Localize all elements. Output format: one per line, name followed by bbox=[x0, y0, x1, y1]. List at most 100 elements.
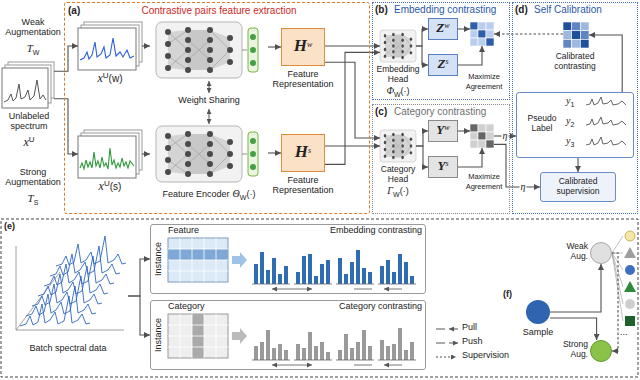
pseudo-label: Pseudo Labely1y2y3 bbox=[516, 92, 634, 158]
node-text: Embedding contrasting bbox=[394, 4, 496, 15]
node-text: x bbox=[99, 179, 104, 193]
spectrum-image-shape bbox=[78, 22, 142, 70]
node-text: Sample bbox=[523, 327, 554, 337]
text-line: Zs bbox=[428, 57, 458, 71]
connector bbox=[54, 46, 78, 71]
text-line: Instance bbox=[154, 313, 164, 357]
connector bbox=[268, 46, 281, 47]
node-text: Y bbox=[437, 158, 445, 173]
node-text: Weight Sharing bbox=[178, 95, 239, 105]
node-text: W bbox=[393, 191, 400, 198]
legend-item: Supervision bbox=[462, 351, 512, 361]
text-line: Maximize Agreement bbox=[462, 72, 506, 92]
connector bbox=[550, 318, 597, 340]
legend-text: Push bbox=[462, 336, 483, 346]
node-text: H bbox=[295, 142, 308, 161]
annotation: ... bbox=[620, 327, 628, 337]
text-line: Hs bbox=[281, 143, 325, 162]
node-text: (s) bbox=[110, 181, 122, 192]
text-line: Maximize Agreement bbox=[462, 172, 506, 192]
legend-item: Push bbox=[462, 337, 506, 347]
node-text: w bbox=[307, 40, 312, 49]
embedding-head: Embedding HeadΦW(·) bbox=[374, 30, 422, 98]
connector bbox=[550, 264, 601, 312]
node-text: x bbox=[98, 71, 103, 85]
contrast-panel: CategoryInstanceCategory contrasting bbox=[150, 300, 426, 370]
text-line: (d) bbox=[515, 4, 535, 16]
text-line: Self Calibration bbox=[534, 4, 634, 16]
node-text: Z bbox=[436, 20, 444, 35]
legend-text: Pull bbox=[462, 322, 477, 332]
embedding-head-shape bbox=[380, 30, 416, 62]
node-text: (·) bbox=[401, 86, 410, 96]
spectrum-image-shape bbox=[2, 62, 54, 108]
connector bbox=[458, 130, 470, 131]
spectrum-image: xU(s) bbox=[78, 130, 142, 196]
annotation: T bbox=[27, 42, 33, 54]
text-line: Instance bbox=[154, 237, 164, 281]
node-text: Calibrated supervision bbox=[557, 176, 600, 196]
node-text: W bbox=[394, 91, 401, 98]
node-text: w bbox=[444, 123, 449, 132]
node-text: Contrastive pairs feature extraction bbox=[141, 5, 296, 16]
category-head: Category HeadΓW(·) bbox=[374, 130, 422, 198]
text-line: (f) bbox=[503, 290, 519, 300]
text-line: (e) bbox=[4, 222, 24, 232]
text-line: Feature Representation bbox=[272, 70, 334, 90]
similarity-matrix-shape bbox=[470, 124, 494, 148]
spectrum-image: xU(w) bbox=[78, 22, 142, 88]
category-box: Yw bbox=[428, 120, 458, 142]
node-text: Feature bbox=[168, 225, 199, 235]
connector bbox=[612, 253, 618, 351]
similarity-matrix: Calibrated contrasting bbox=[536, 22, 614, 76]
text-line: Embedding contrasting bbox=[300, 226, 422, 236]
connector bbox=[128, 259, 150, 296]
text-line: Weak Augmentation bbox=[2, 18, 64, 38]
text-line: TS bbox=[2, 192, 64, 206]
augment-circle-shape bbox=[590, 340, 612, 362]
node-text: Γ bbox=[387, 185, 393, 196]
similarity-matrix-shape bbox=[563, 22, 589, 48]
node-text: s bbox=[445, 57, 448, 66]
node-text: Y bbox=[436, 122, 444, 137]
text-line: Weak Aug. bbox=[552, 242, 588, 262]
node-text: Category contrasting bbox=[394, 106, 486, 117]
node-text: 1 bbox=[570, 101, 574, 108]
connector bbox=[416, 46, 428, 65]
text-line: Zw bbox=[428, 21, 458, 35]
node-text: (a) bbox=[68, 5, 80, 16]
edge-label: η bbox=[520, 182, 527, 192]
node-text: Category contrasting bbox=[339, 301, 422, 311]
node-text: s bbox=[445, 159, 448, 168]
text-line: Ys bbox=[428, 159, 458, 173]
node-text: Feature Representation bbox=[272, 69, 333, 89]
node-text: Self Calibration bbox=[534, 4, 602, 15]
node-text: H bbox=[294, 36, 307, 55]
annotation: T bbox=[28, 192, 34, 204]
text-line: Yw bbox=[428, 123, 458, 137]
legend-item: Pull bbox=[462, 323, 506, 333]
node-text: x bbox=[23, 135, 28, 149]
text-line: Embedding Head bbox=[374, 65, 422, 85]
category-box: Ys bbox=[428, 156, 458, 178]
connector bbox=[268, 152, 281, 153]
text-line: xU bbox=[0, 136, 58, 149]
spectrum-image: Unlabeled spectrumxU bbox=[0, 60, 58, 152]
connector bbox=[128, 296, 150, 335]
text-line: (c) bbox=[375, 106, 395, 118]
connector bbox=[416, 146, 428, 167]
embedding-box: Zs bbox=[428, 54, 458, 76]
node-text: Feature Representation bbox=[272, 175, 333, 195]
similarity-matrix: Maximize Agreement bbox=[462, 22, 506, 92]
node-text: 3 bbox=[570, 141, 574, 148]
text-line: Category contrasting bbox=[300, 302, 422, 312]
text-line: ΦW(·) bbox=[374, 85, 422, 98]
text-line: Hw bbox=[281, 37, 325, 56]
text-line: y3 bbox=[566, 135, 582, 148]
augment-circle: Weak Aug. bbox=[552, 240, 614, 268]
connector bbox=[142, 45, 150, 46]
connector bbox=[494, 33, 563, 34]
node-text: U bbox=[103, 71, 109, 80]
node-text: (d) bbox=[515, 4, 528, 15]
